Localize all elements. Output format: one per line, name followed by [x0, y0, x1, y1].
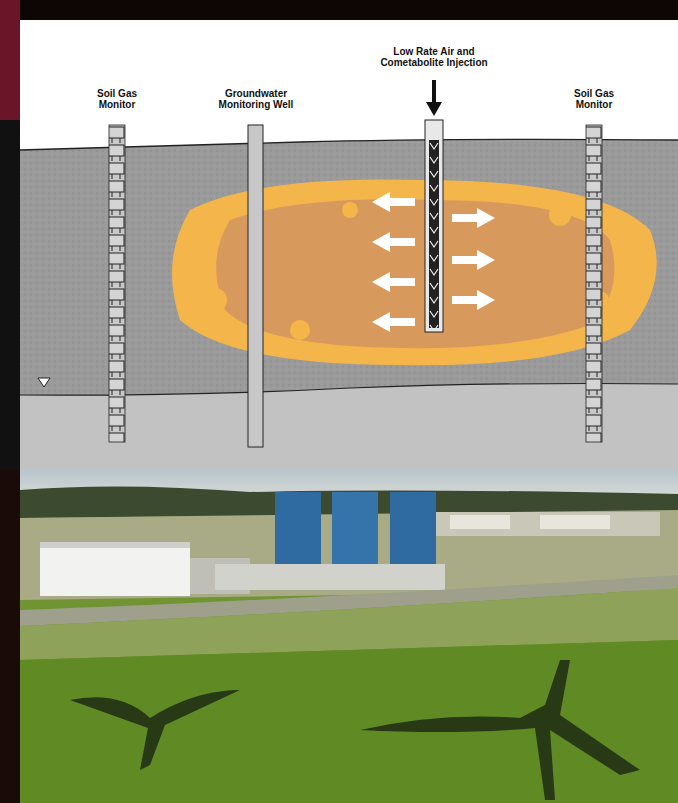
well-label: Soil Gas Monitor: [84, 88, 150, 110]
well-label: Soil Gas Monitor: [561, 88, 627, 110]
well-label: Groundwater Monitoring Well: [214, 88, 298, 110]
well-label: Low Rate Air and Cometabolite Injection: [373, 46, 495, 68]
